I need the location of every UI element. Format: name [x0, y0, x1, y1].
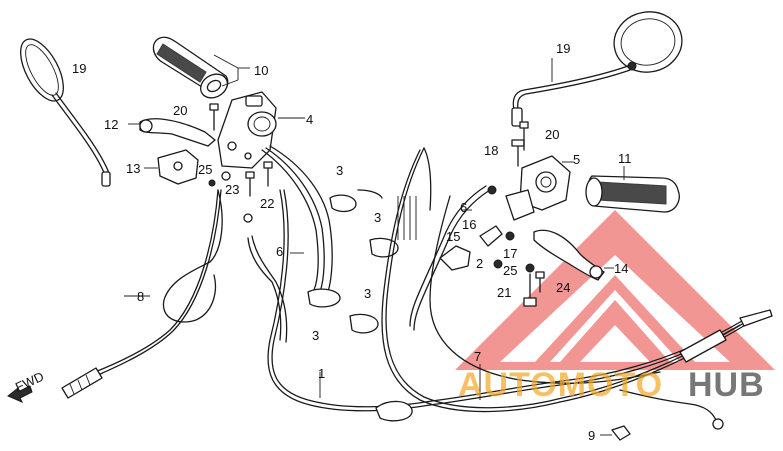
label-13: 13: [126, 161, 140, 176]
clutch-bracket: [144, 149, 216, 187]
label-24: 24: [556, 280, 570, 295]
label-2: 2: [476, 256, 483, 271]
label-20-right: 20: [545, 127, 559, 142]
label-18: 18: [484, 143, 498, 158]
label-23: 23: [225, 182, 239, 197]
label-19-right: 19: [556, 41, 570, 56]
brake-lever: [533, 229, 614, 281]
label-25-right: 25: [503, 263, 517, 278]
label-4: 4: [306, 112, 313, 127]
watermark-text-hub: HUB: [688, 366, 765, 404]
left-small-fasteners: [209, 103, 273, 223]
label-9: 9: [588, 428, 595, 443]
label-16: 16: [462, 217, 476, 232]
label-19-left: 19: [72, 61, 86, 76]
label-15: 15: [446, 229, 460, 244]
label-7: 7: [474, 349, 481, 364]
label-3-d: 3: [312, 328, 319, 343]
part-labels: 19 10 20 4 12 13 25 23 22 3 3 6 8 3 3 1 …: [13, 41, 632, 443]
left-switch-housing: [217, 91, 305, 169]
label-25-left: 25: [198, 162, 212, 177]
label-22: 22: [260, 196, 274, 211]
label-8: 8: [137, 289, 144, 304]
right-grip: [585, 166, 680, 213]
label-3-c: 3: [364, 286, 371, 301]
left-wire-harness: [247, 145, 333, 343]
clutch-lever: [128, 118, 216, 147]
label-12: 12: [104, 117, 118, 132]
label-21: 21: [497, 285, 511, 300]
watermark-text: AUTOMOTO HUB: [458, 366, 765, 404]
right-wire-harness: [397, 147, 491, 331]
label-10: 10: [254, 63, 268, 78]
brake-fasteners: [439, 121, 545, 307]
label-3-a: 3: [336, 163, 343, 178]
right-mirror: [511, 11, 683, 127]
label-6-right: 6: [460, 200, 467, 215]
main-cables: [267, 147, 773, 430]
left-mirror: [20, 38, 111, 187]
watermark-logo: [455, 210, 775, 370]
left-grip: [152, 36, 250, 99]
label-11: 11: [618, 151, 632, 166]
fwd-arrow: [7, 385, 33, 403]
cable-clamps: [307, 189, 399, 334]
label-20-left: 20: [173, 103, 187, 118]
label-14: 14: [614, 261, 628, 276]
watermark-text-automoto: AUTOMOTO: [458, 366, 663, 404]
label-6-left: 6: [276, 244, 283, 259]
label-17: 17: [503, 246, 517, 261]
label-5: 5: [573, 152, 580, 167]
clutch-cable: [61, 189, 223, 399]
right-switch-housing: [505, 155, 574, 221]
label-1: 1: [318, 366, 325, 381]
label-3-b: 3: [374, 210, 381, 225]
cable-clip: [600, 425, 631, 441]
